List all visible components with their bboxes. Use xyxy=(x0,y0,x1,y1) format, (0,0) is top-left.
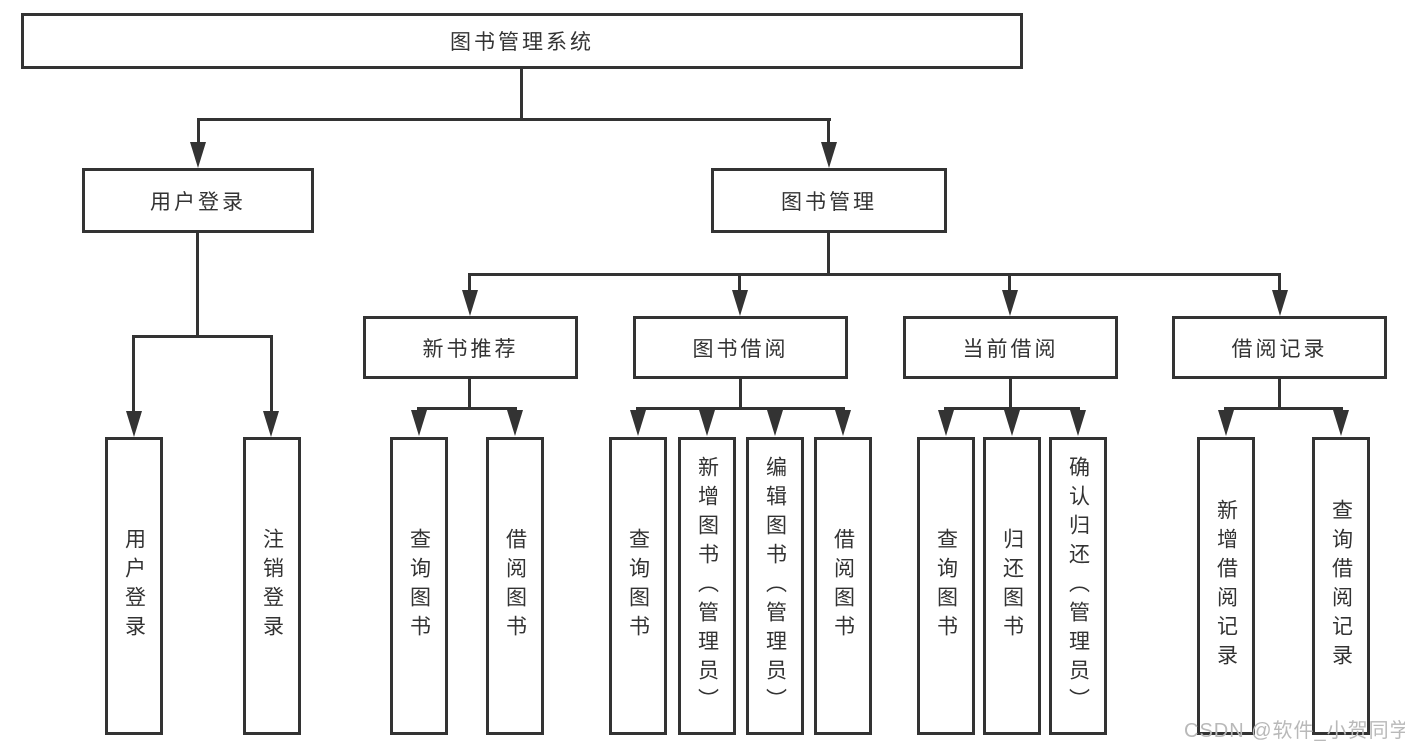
leaf-add-borrow-record: 新增借阅记录 xyxy=(1197,437,1255,735)
connector-line xyxy=(197,118,200,146)
connector-line xyxy=(636,407,845,410)
node-label: 当前借阅 xyxy=(962,337,1059,361)
node-user-login-group: 用户登录 xyxy=(82,168,314,233)
node-label: 图书管理 xyxy=(781,190,877,214)
leaf-borrow-books-recommend: 借阅图书 xyxy=(486,437,544,735)
leaf-add-book-admin: 新增图书（管理员） xyxy=(678,437,736,735)
arrow-down-icon xyxy=(835,410,851,436)
connector-line xyxy=(196,233,199,335)
node-label: 编辑图书（管理员） xyxy=(763,455,787,717)
node-new-book-recommend: 新书推荐 xyxy=(363,316,578,379)
node-label: 新增图书（管理员） xyxy=(695,455,719,717)
node-label: 确认归还（管理员） xyxy=(1066,455,1090,717)
connector-line xyxy=(468,273,1281,276)
node-label: 借阅图书 xyxy=(503,528,527,644)
leaf-logout: 注销登录 xyxy=(243,437,301,735)
node-label: 查询图书 xyxy=(626,528,650,644)
connector-line xyxy=(270,335,273,412)
arrow-down-icon xyxy=(1070,410,1086,436)
arrow-down-icon xyxy=(126,411,142,437)
connector-line xyxy=(738,276,741,292)
connector-line xyxy=(827,118,830,146)
leaf-query-books-recommend: 查询图书 xyxy=(390,437,448,735)
connector-line xyxy=(1278,379,1281,410)
node-label: 借阅图书 xyxy=(831,528,855,644)
connector-line xyxy=(1224,407,1343,410)
leaf-user-login: 用户登录 xyxy=(105,437,163,735)
leaf-query-borrow-record: 查询借阅记录 xyxy=(1312,437,1370,735)
connector-line xyxy=(944,407,1080,410)
connector-line xyxy=(468,379,471,410)
node-label: 新书推荐 xyxy=(422,337,519,361)
node-label: 注销登录 xyxy=(260,528,284,644)
leaf-edit-book-admin: 编辑图书（管理员） xyxy=(746,437,804,735)
connector-line xyxy=(1009,379,1012,410)
leaf-query-books-current: 查询图书 xyxy=(917,437,975,735)
node-borrowing-records: 借阅记录 xyxy=(1172,316,1387,379)
connector-line xyxy=(468,276,471,292)
arrow-down-icon xyxy=(263,411,279,437)
arrow-down-icon xyxy=(462,290,478,316)
connector-line xyxy=(417,407,517,410)
node-label: 查询借阅记录 xyxy=(1329,499,1353,673)
connector-line xyxy=(1008,276,1011,292)
node-label: 新增借阅记录 xyxy=(1214,499,1238,673)
arrow-down-icon xyxy=(1002,290,1018,316)
connector-line xyxy=(1278,276,1281,292)
arrow-down-icon xyxy=(821,142,837,168)
connector-line xyxy=(132,335,273,338)
arrow-down-icon xyxy=(411,410,427,436)
arrow-down-icon xyxy=(1272,290,1288,316)
node-label: 用户登录 xyxy=(122,528,146,644)
connector-line xyxy=(520,69,523,118)
node-label: 查询图书 xyxy=(407,528,431,644)
arrow-down-icon xyxy=(507,410,523,436)
arrow-down-icon xyxy=(699,410,715,436)
node-label: 借阅记录 xyxy=(1231,337,1328,361)
watermark: CSDN @软件_小贺同学 xyxy=(1184,720,1405,742)
node-library-management-system: 图书管理系统 xyxy=(21,13,1023,69)
connector-line xyxy=(739,379,742,410)
arrow-down-icon xyxy=(767,410,783,436)
node-book-management: 图书管理 xyxy=(711,168,947,233)
leaf-confirm-return-admin: 确认归还（管理员） xyxy=(1049,437,1107,735)
arrow-down-icon xyxy=(630,410,646,436)
node-label: 图书管理系统 xyxy=(450,31,594,54)
leaf-query-books-borrowing: 查询图书 xyxy=(609,437,667,735)
arrow-down-icon xyxy=(1004,410,1020,436)
arrow-down-icon xyxy=(190,142,206,168)
connector-line xyxy=(132,335,135,412)
connector-line xyxy=(197,118,831,121)
arrow-down-icon xyxy=(938,410,954,436)
node-label: 归还图书 xyxy=(1000,528,1024,644)
node-label: 图书借阅 xyxy=(692,337,789,361)
node-book-borrowing: 图书借阅 xyxy=(633,316,848,379)
leaf-return-books: 归还图书 xyxy=(983,437,1041,735)
arrow-down-icon xyxy=(1218,410,1234,436)
node-label: 查询图书 xyxy=(934,528,958,644)
node-current-borrowing: 当前借阅 xyxy=(903,316,1118,379)
node-label: 用户登录 xyxy=(150,190,246,214)
arrow-down-icon xyxy=(732,290,748,316)
connector-line xyxy=(827,233,830,276)
arrow-down-icon xyxy=(1333,410,1349,436)
leaf-borrow-books-borrowing: 借阅图书 xyxy=(814,437,872,735)
